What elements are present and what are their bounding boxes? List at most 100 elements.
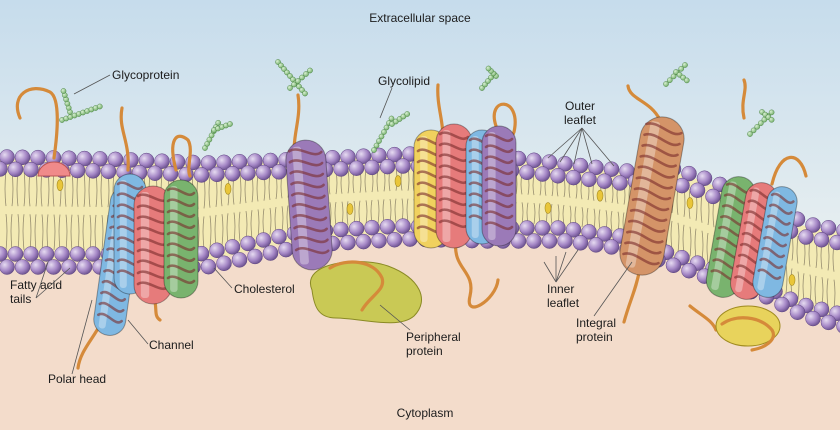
- integral-protein-leader: [593, 261, 633, 317]
- fatty-acid-tail: [365, 200, 368, 225]
- fatty-acid-tail: [827, 241, 830, 271]
- fatty-acid-tail: [202, 216, 205, 250]
- polar-head-leader: [71, 299, 93, 375]
- fatty-acid-tails-label: Fatty acid tails: [10, 278, 63, 306]
- polar-head-label: Polar head: [48, 372, 107, 386]
- fatty-acid-tail: [581, 207, 584, 227]
- polar-head: [348, 160, 365, 176]
- cholesterol-leader: [213, 267, 233, 289]
- fatty-acid-tail: [785, 265, 788, 294]
- fatty-acid-tail: [41, 214, 44, 251]
- helix-coil: [287, 148, 330, 255]
- sugar-bead: [299, 74, 305, 81]
- integral-protein-label: Integral protein: [576, 316, 617, 344]
- polar-head: [30, 149, 46, 166]
- sugar-bead: [768, 117, 775, 123]
- helix-body: [619, 116, 685, 276]
- sugar-bead: [670, 73, 677, 80]
- polar-head: [519, 220, 535, 236]
- fatty-acid-tail: [269, 207, 272, 235]
- sugar-bead: [485, 65, 492, 72]
- polar-head: [379, 158, 396, 175]
- polar-head: [603, 161, 620, 177]
- polar-head: [200, 155, 217, 171]
- fatty-acid-tail: [797, 271, 800, 300]
- fatty-acid-tail: [10, 214, 13, 251]
- fatty-acid-tail: [209, 215, 212, 248]
- polar-head: [23, 161, 39, 178]
- outer-leaflet-leader: [559, 127, 583, 163]
- polar-head: [61, 259, 77, 275]
- polar-head: [820, 220, 837, 236]
- channel-helix-red: [133, 185, 173, 305]
- polar-head: [364, 159, 380, 176]
- glycoprotein-strand: [15, 87, 59, 160]
- cholesterol-molecule: [56, 179, 64, 191]
- sugar-bead: [295, 78, 301, 84]
- peripheral-protein-strand: [328, 260, 385, 312]
- polar-head: [0, 246, 8, 262]
- channel-label: Channel: [149, 338, 194, 352]
- polar-head: [247, 153, 263, 169]
- polar-head: [333, 161, 349, 177]
- polar-head: [193, 167, 210, 183]
- sugar-bead: [307, 67, 313, 74]
- peripheral-protein-leader: [379, 304, 411, 331]
- polar-head: [14, 149, 31, 166]
- glycolipid-leader: [379, 87, 393, 119]
- polar-head: [820, 314, 837, 331]
- helix-highlight: [442, 130, 451, 242]
- fatty-acid-tail: [22, 214, 25, 251]
- polar-head: [364, 219, 380, 236]
- glycolipid-sugars: [371, 111, 411, 153]
- polar-head: [216, 154, 232, 171]
- polar-head: [836, 223, 840, 238]
- integral-helix-purple: [285, 139, 333, 271]
- sugar-bead: [383, 124, 390, 131]
- polar-head: [526, 233, 542, 249]
- polar-head: [371, 232, 387, 249]
- polar-head: [231, 153, 248, 170]
- inner-leaflet-label: Inner leaflet: [547, 282, 580, 310]
- fatty-acid-tail: [334, 201, 337, 226]
- helix-coil: [116, 181, 144, 278]
- cytoplasm-label: Cytoplasm: [396, 406, 454, 420]
- sugar-bead: [667, 77, 673, 83]
- fatty-acid-tail: [611, 183, 614, 204]
- cholesterol-molecule: [394, 175, 402, 187]
- fatty-acid-tail: [677, 222, 680, 253]
- polar-head: [681, 165, 697, 182]
- fatty-acid-tail: [101, 214, 104, 251]
- fatty-acid-tail: [550, 203, 553, 225]
- helix-highlight: [711, 181, 737, 291]
- polar-head: [0, 149, 15, 165]
- outer-leaflet-leader: [581, 127, 593, 165]
- polar-head: [7, 246, 24, 262]
- polar-head: [231, 252, 248, 268]
- cluster-helix-purple: [481, 125, 517, 247]
- polar-head: [14, 259, 31, 275]
- polar-head: [612, 175, 628, 191]
- fatty-acid-tail: [82, 214, 85, 251]
- right-cluster-loop-top: [770, 155, 808, 186]
- cholesterol-molecule: [346, 203, 354, 215]
- sugar-bead: [378, 133, 385, 140]
- polar-head: [69, 246, 86, 262]
- polar-head: [689, 182, 706, 198]
- channel-leader: [127, 319, 149, 345]
- fatty-acid-tail: [286, 205, 289, 231]
- sugar-bead: [291, 81, 297, 88]
- polar-head: [355, 148, 372, 164]
- right-peripheral-strand: [720, 316, 775, 352]
- fatty-acid-tail: [346, 201, 349, 226]
- integral-helix-orange: [619, 116, 685, 276]
- outer-leaflet-leader: [547, 127, 583, 159]
- polar-head: [216, 255, 232, 272]
- polar-head: [565, 169, 582, 186]
- polar-head: [240, 165, 256, 181]
- polar-head: [162, 166, 179, 182]
- polar-head: [85, 246, 101, 262]
- fatty-acid-tail: [208, 175, 211, 208]
- sugar-bead: [373, 142, 380, 149]
